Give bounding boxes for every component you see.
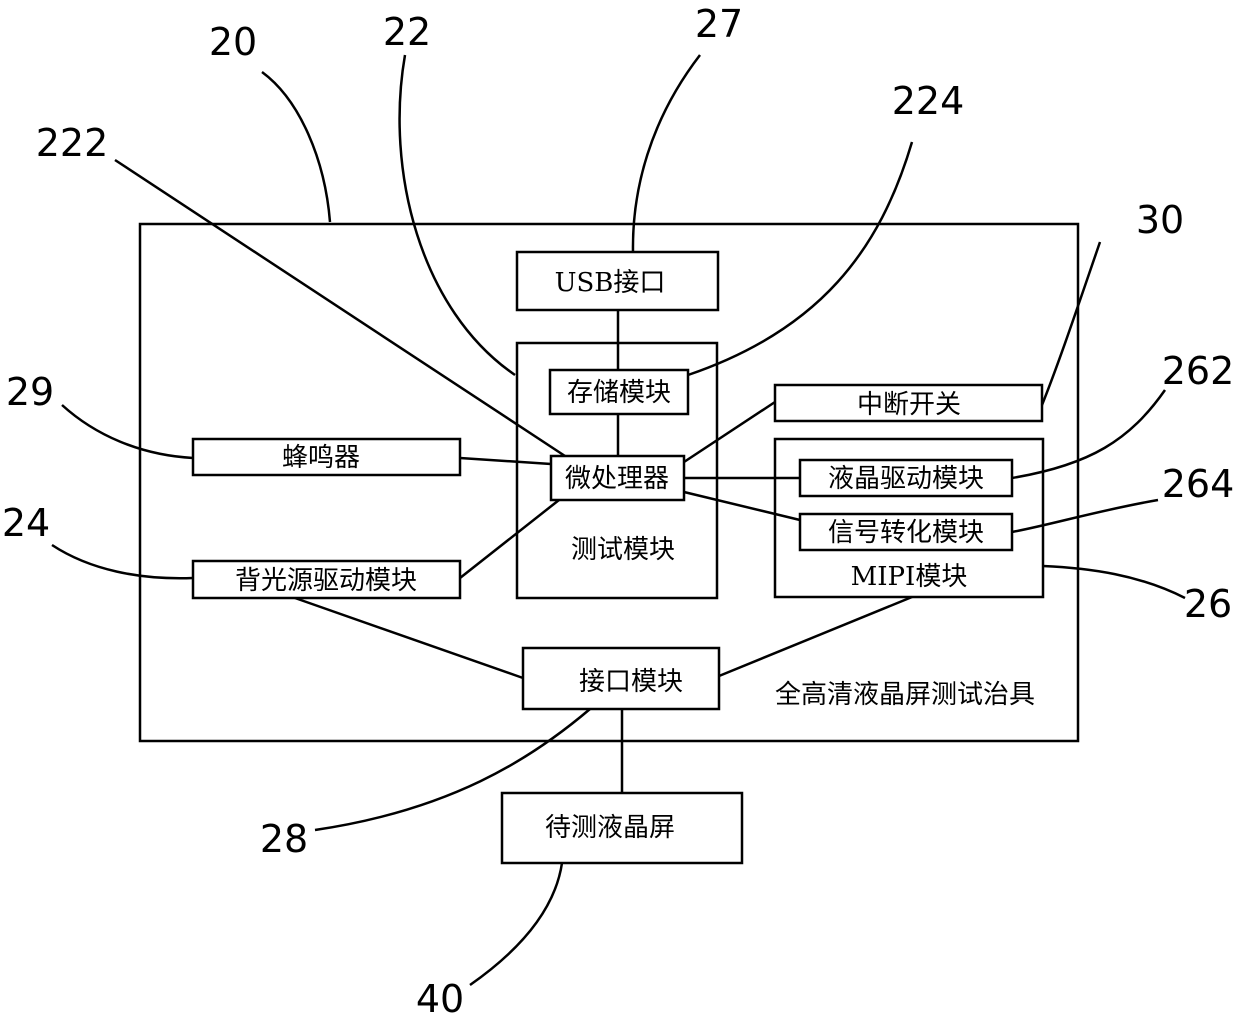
storage-label: 存储模块 <box>567 378 671 408</box>
lcd-under-test-label: 待测液晶屏 <box>545 813 675 843</box>
interface-label: 接口模块 <box>579 667 683 697</box>
leader-40 <box>470 863 562 985</box>
ref-20: 20 <box>209 20 257 64</box>
ref-264: 264 <box>1162 462 1235 506</box>
ref-22: 22 <box>383 10 431 54</box>
lcd-driver-label: 液晶驱动模块 <box>828 464 984 494</box>
ref-29: 29 <box>6 370 54 414</box>
leader-27 <box>633 55 700 252</box>
ref-222: 222 <box>36 121 109 165</box>
ref-262: 262 <box>1162 349 1235 393</box>
leader-20 <box>262 72 330 222</box>
mipi-label: MIPI模块 <box>851 562 968 592</box>
ref-26: 26 <box>1184 582 1232 626</box>
backlight-label: 背光源驱动模块 <box>235 566 417 596</box>
ref-27: 27 <box>695 2 743 46</box>
microprocessor-label: 微处理器 <box>565 464 669 494</box>
ref-40: 40 <box>416 977 464 1021</box>
ref-30: 30 <box>1136 198 1184 242</box>
signal-conv-label: 信号转化模块 <box>828 518 984 548</box>
fixture-label: 全高清液晶屏测试治具 <box>775 680 1035 710</box>
ref-24: 24 <box>2 501 50 545</box>
ref-224: 224 <box>892 79 965 123</box>
ref-28: 28 <box>260 817 308 861</box>
test-module-label: 测试模块 <box>571 535 675 565</box>
buzzer-label: 蜂鸣器 <box>282 443 360 473</box>
interrupt-label: 中断开关 <box>857 390 961 420</box>
usb-label: USB接口 <box>555 268 666 298</box>
